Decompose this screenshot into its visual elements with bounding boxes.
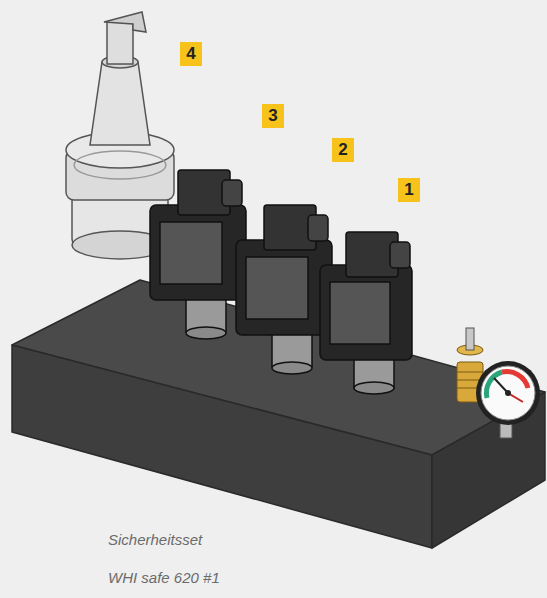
air-vent-part (457, 372, 483, 373)
solenoid-valve-2-part (236, 240, 332, 335)
safety-valve-part (104, 12, 146, 32)
pressure-gauge-part (502, 371, 528, 388)
solenoid-valve-2 (236, 205, 332, 374)
manifold-block-part (12, 345, 432, 548)
pressure-gauge-part (476, 361, 540, 425)
solenoid-valve-3-part (160, 222, 222, 284)
pressure-gauge (476, 361, 540, 438)
solenoid-valve-1-part (354, 382, 394, 394)
solenoid-valve-3-part (186, 327, 226, 339)
solenoid-valve-2-part (246, 257, 308, 319)
solenoid-valve-1 (320, 232, 412, 394)
caption: Sicherheitsset WHI safe 620 #1 (108, 521, 224, 597)
safety-valve-part (107, 22, 133, 64)
safety-valve-part (90, 62, 150, 145)
solenoid-valve-1-part (330, 282, 390, 344)
solenoid-valve-1-part (320, 265, 412, 360)
solenoid-valve-1-part (390, 242, 410, 268)
pressure-gauge-part (494, 378, 508, 393)
solenoid-valve-3-part (222, 180, 242, 206)
callout-number: 3 (262, 104, 284, 128)
solenoid-valve-2-part (308, 215, 328, 241)
pressure-gauge-part (505, 390, 511, 396)
callout-number: 1 (398, 178, 420, 202)
callout-number: 4 (180, 42, 202, 66)
air-vent-part (466, 328, 474, 350)
safety-valve-part (74, 151, 166, 179)
solenoid-valve-2-part (272, 362, 312, 374)
solenoid-valve-3 (150, 170, 246, 339)
callout-number: 2 (332, 138, 354, 162)
solenoid-valve-3-part (150, 205, 246, 300)
pressure-gauge-part (481, 366, 535, 420)
